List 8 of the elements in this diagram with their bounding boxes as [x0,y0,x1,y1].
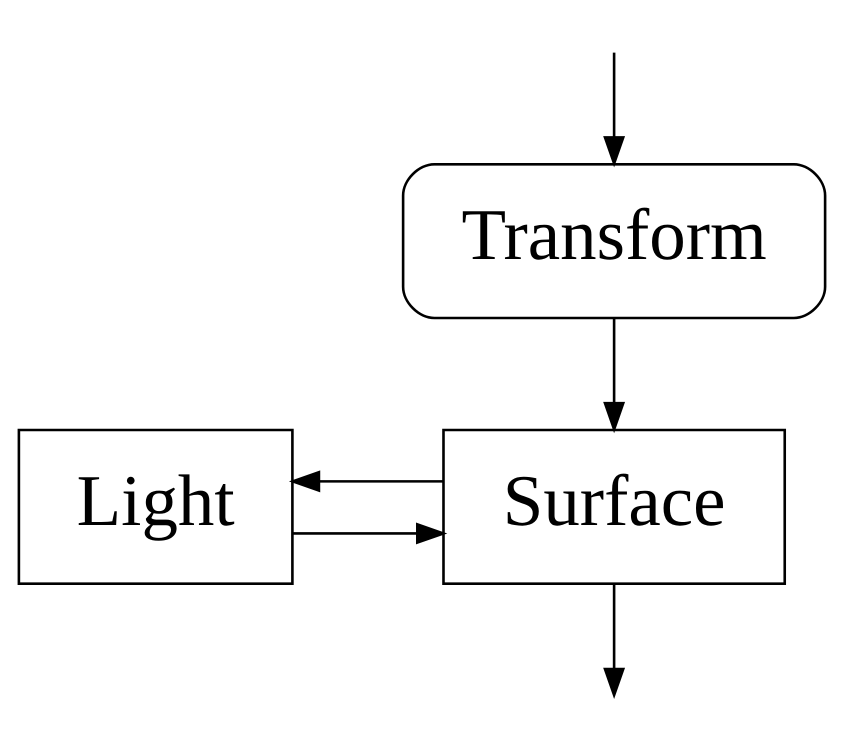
arrow [603,584,626,699]
arrow [288,470,444,492]
arrow [603,318,626,433]
node-box: Surface [442,428,786,584]
node-box: Transform [402,162,826,319]
arrow [293,522,448,544]
node-box: Light [18,428,294,584]
arrow [603,52,626,167]
